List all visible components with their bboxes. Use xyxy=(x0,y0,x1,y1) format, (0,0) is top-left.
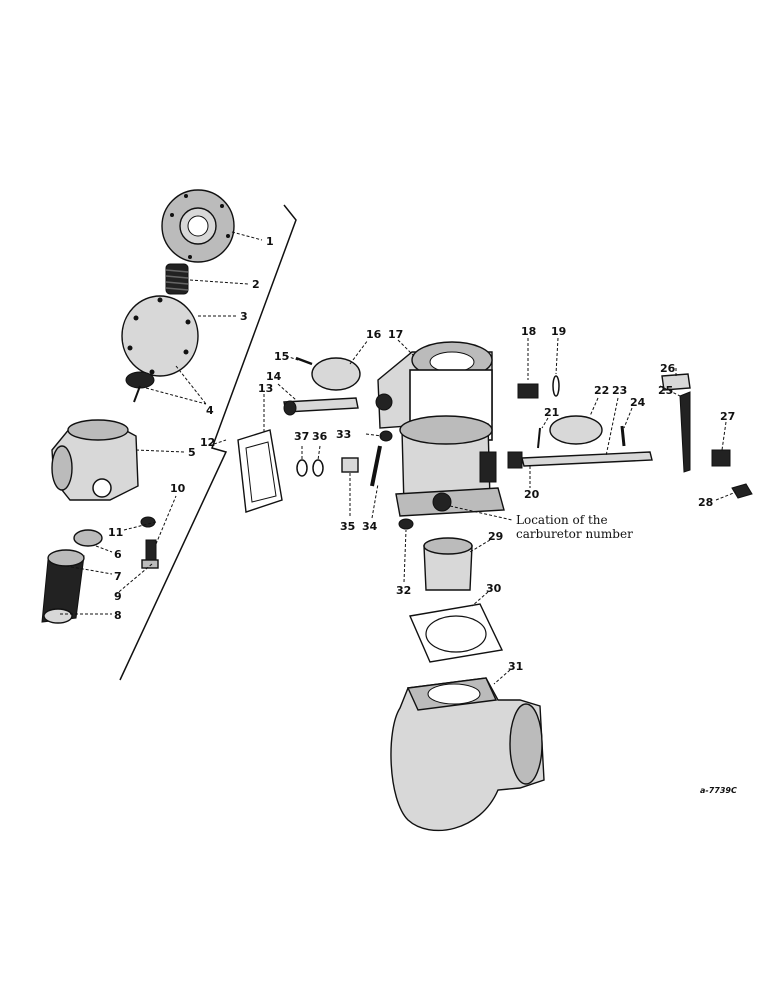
part-24-screw xyxy=(620,425,626,447)
callout-27: 27 xyxy=(720,410,735,423)
callout-24: 24 xyxy=(630,396,646,409)
callout-37: 37 xyxy=(294,430,309,443)
callout-1: 1 xyxy=(266,235,274,248)
part-4-valve xyxy=(125,371,155,403)
part-37-ring xyxy=(296,459,308,477)
callout-18: 18 xyxy=(521,325,536,338)
callout-31: 31 xyxy=(508,660,523,673)
part-17-carburetor-body xyxy=(375,341,505,517)
callout-32: 32 xyxy=(396,584,411,597)
callout-8: 8 xyxy=(114,609,122,622)
callout-12: 12 xyxy=(200,436,215,449)
callout-23: 23 xyxy=(612,384,627,397)
part-16-plate xyxy=(311,357,361,391)
callout-28: 28 xyxy=(698,496,713,509)
callout-3: 3 xyxy=(240,310,248,323)
part-21-pin xyxy=(537,427,541,449)
callout-9: 9 xyxy=(114,590,122,603)
group-bracket xyxy=(119,204,297,681)
part-30-gasket xyxy=(409,603,504,663)
callout-21: 21 xyxy=(544,406,559,419)
callout-36: 36 xyxy=(312,430,328,443)
callout-33: 33 xyxy=(336,428,351,441)
part-2-spring xyxy=(165,263,189,295)
callout-22: 22 xyxy=(594,384,609,397)
part-33-washer xyxy=(379,430,393,442)
leader-lines xyxy=(60,231,737,685)
part-28-clip xyxy=(731,483,753,499)
callout-13: 13 xyxy=(258,382,273,395)
part-27-fitting xyxy=(711,449,731,467)
part-15-screw xyxy=(295,356,313,366)
callout-14: 14 xyxy=(266,370,282,383)
part-25-26-lever xyxy=(661,373,691,473)
callout-19: 19 xyxy=(551,325,566,338)
part-22-plate xyxy=(549,415,603,445)
part-34-needle xyxy=(370,445,382,487)
callout-26: 26 xyxy=(660,362,676,375)
part-32-plug xyxy=(398,518,414,530)
callout-4: 4 xyxy=(206,404,214,417)
part-5-housing xyxy=(51,419,139,501)
callout-labels: 1 2 3 4 5 6 7 8 9 10 11 12 13 14 15 16 1… xyxy=(108,235,735,673)
part-19-clip xyxy=(552,375,560,397)
part-1-cover xyxy=(161,189,235,263)
part-18-float xyxy=(517,383,539,399)
callout-16: 16 xyxy=(366,328,382,341)
drawing-code: a-7739C xyxy=(700,786,737,795)
part-29-venturi xyxy=(423,537,473,591)
callout-17: 17 xyxy=(388,328,403,341)
callout-34: 34 xyxy=(362,520,378,533)
callout-7: 7 xyxy=(114,570,122,583)
part-31-elbow xyxy=(390,677,545,832)
part-9-10-screw xyxy=(141,539,159,569)
callout-10: 10 xyxy=(170,482,186,495)
part-12-13-gasket xyxy=(237,429,283,513)
callout-25: 25 xyxy=(658,384,673,397)
callout-5: 5 xyxy=(188,446,196,459)
callout-20: 20 xyxy=(524,488,540,501)
callout-15: 15 xyxy=(274,350,289,363)
callout-6: 6 xyxy=(114,548,122,561)
callout-30: 30 xyxy=(486,582,502,595)
callout-2: 2 xyxy=(252,278,260,291)
part-6-washer xyxy=(73,529,103,547)
part-23-shaft xyxy=(507,451,653,469)
part-14-shaft xyxy=(283,397,359,416)
part-11-nut xyxy=(140,516,156,528)
part-7-8-fitting xyxy=(41,549,85,624)
callout-29: 29 xyxy=(488,530,503,543)
part-3-diaphragm xyxy=(121,295,199,377)
part-36-ring xyxy=(312,459,324,477)
callout-11: 11 xyxy=(108,526,123,539)
part-35-block xyxy=(341,457,359,473)
note-line-2: carburetor number xyxy=(516,527,633,541)
callout-35: 35 xyxy=(340,520,355,533)
note-line-1: Location of the xyxy=(516,513,608,527)
